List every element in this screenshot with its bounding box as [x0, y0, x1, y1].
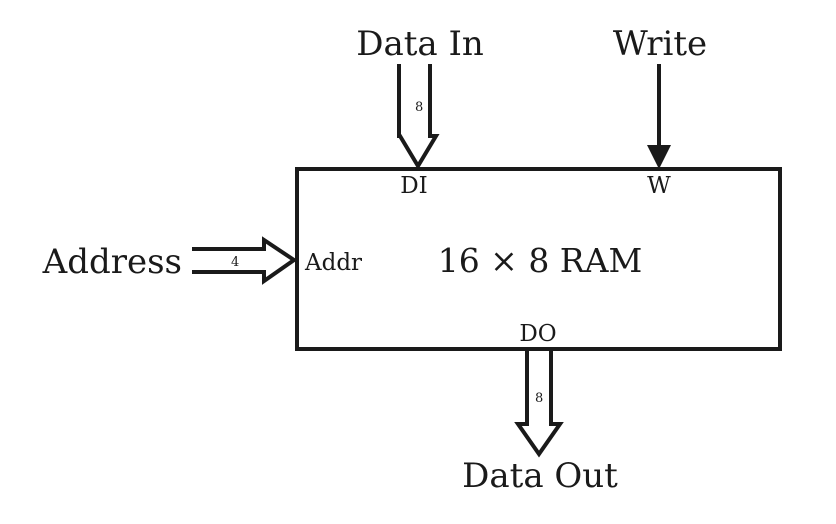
data-in-label: Data In	[356, 24, 484, 64]
address-bus-width: 4	[231, 255, 239, 270]
data-in-bus-arrow	[397, 64, 440, 170]
data-out-bus-width: 8	[535, 391, 543, 406]
write-arrow-head	[647, 145, 671, 169]
data-in-bus-width: 8	[415, 100, 423, 115]
ram-block	[295, 167, 782, 351]
address-label: Address	[42, 242, 182, 282]
address-bus-fill	[190, 251, 262, 270]
data-out-label: Data Out	[462, 456, 618, 496]
write-label: Write	[613, 24, 707, 64]
pin-addr-label: Addr	[304, 250, 362, 276]
pin-di-label: DI	[400, 173, 428, 199]
ram-title: 16 × 8 RAM	[438, 241, 643, 280]
data-out-bus-arrow	[514, 351, 564, 458]
pin-w-label: W	[647, 173, 671, 199]
data-in-arrow-path	[397, 64, 440, 170]
pin-do-label: DO	[519, 321, 556, 347]
